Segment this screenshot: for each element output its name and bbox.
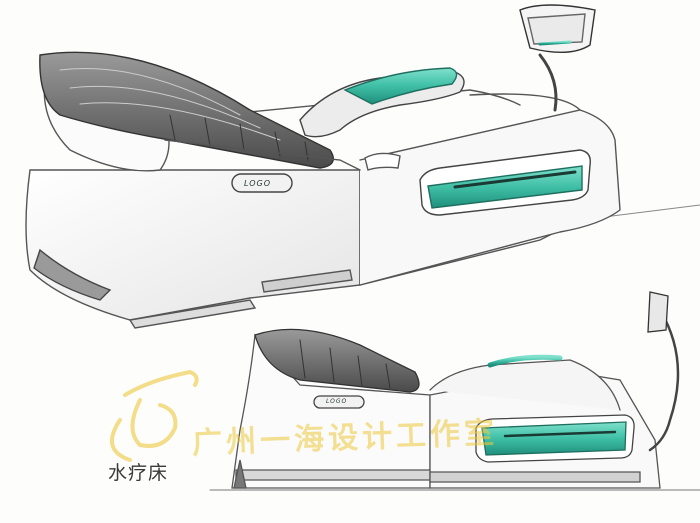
caption-label: 水疗床	[108, 462, 169, 484]
small-bed-view	[209, 291, 700, 491]
watermark-logo	[110, 369, 199, 462]
logo-badge-large: LOGO	[244, 179, 272, 188]
large-bed-view	[25, 4, 700, 329]
logo-badge-small: LOGO	[326, 398, 348, 405]
